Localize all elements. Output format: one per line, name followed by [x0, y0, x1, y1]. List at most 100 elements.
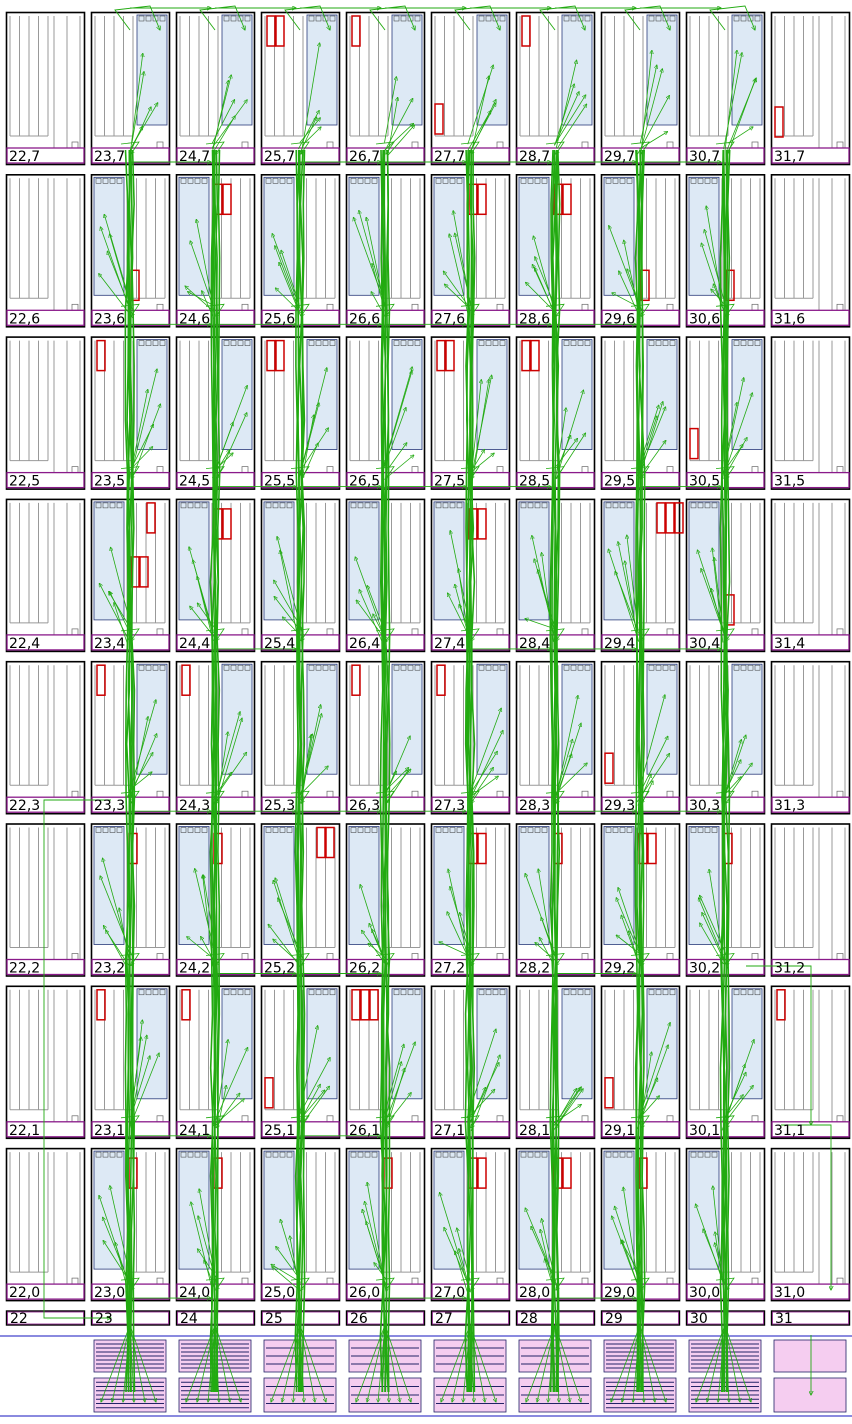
used-slice: [562, 664, 592, 774]
used-slice: [349, 1151, 379, 1269]
tile-coord-label: 23,6: [94, 311, 125, 327]
used-slice: [349, 827, 379, 945]
used-slice: [477, 989, 507, 1099]
tile-coord-label: 29,4: [604, 636, 635, 652]
tile-coord-label: 26,3: [349, 798, 380, 814]
tile-coord-label: 29,0: [604, 1285, 635, 1301]
tile-coord-label: 23,4: [94, 636, 125, 652]
tile-31-3: [772, 662, 850, 814]
used-slice: [179, 827, 209, 945]
used-slice: [222, 340, 252, 450]
used-slice: [647, 664, 677, 774]
tile-coord-label: 27,6: [434, 311, 465, 327]
used-slice: [392, 664, 422, 774]
tile-coord-label: 22,7: [9, 149, 40, 165]
tile-coord-label: 22,4: [9, 636, 40, 652]
tile-coord-label: 28,2: [519, 961, 550, 977]
used-slice: [94, 177, 124, 295]
tile-31-2: [772, 824, 850, 976]
edge-tile-label: 24: [180, 1311, 198, 1327]
tile-coord-label: 26,0: [349, 1285, 380, 1301]
used-slice: [604, 827, 634, 945]
tile-coord-label: 28,1: [519, 1123, 550, 1139]
tile-coord-label: 24,7: [179, 149, 210, 165]
used-slice: [222, 664, 252, 774]
used-slice: [732, 15, 762, 125]
tile-coord-label: 30,2: [689, 961, 720, 977]
tile-26-7: [347, 13, 425, 165]
tile-coord-label: 28,4: [519, 636, 550, 652]
used-slice: [307, 664, 337, 774]
used-slice: [604, 177, 634, 295]
tile-30-7: [687, 13, 765, 165]
used-slice: [349, 502, 379, 620]
used-slice: [94, 1151, 124, 1269]
tile-coord-label: 25,4: [264, 636, 295, 652]
tile-22-3: [7, 662, 85, 814]
tile-coord-label: 28,7: [519, 149, 550, 165]
tile-coord-label: 26,7: [349, 149, 380, 165]
used-slice: [137, 664, 167, 774]
tile-coord-label: 25,5: [264, 474, 295, 490]
tile-coord-label: 26,4: [349, 636, 380, 652]
io-block: [774, 1340, 846, 1372]
tile-coord-label: 24,3: [179, 798, 210, 814]
edge-tile-label: 28: [520, 1311, 538, 1327]
tile-coord-label: 30,0: [689, 1285, 720, 1301]
used-slice: [647, 989, 677, 1099]
tile-coord-label: 30,5: [689, 474, 720, 490]
used-slice: [307, 989, 337, 1099]
tile-coord-label: 25,2: [264, 961, 295, 977]
tile-31-7: [772, 13, 850, 165]
used-slice: [222, 15, 252, 125]
used-slice: [732, 989, 762, 1099]
tile-24-7: [177, 13, 255, 165]
tile-coord-label: 24,5: [179, 474, 210, 490]
tile-coord-label: 22,2: [9, 961, 40, 977]
used-slice: [434, 827, 464, 945]
tile-coord-label: 25,1: [264, 1123, 295, 1139]
tile-coord-label: 27,1: [434, 1123, 465, 1139]
tile-23-7: [92, 13, 170, 165]
tile-coord-label: 24,1: [179, 1123, 210, 1139]
tile-22-6: [7, 175, 85, 327]
used-slice: [179, 1151, 209, 1269]
tile-27-7: [432, 13, 510, 165]
used-slice: [689, 1151, 719, 1269]
tile-22-5: [7, 337, 85, 489]
used-slice: [689, 827, 719, 945]
tile-coord-label: 22,6: [9, 311, 40, 327]
used-slice: [349, 177, 379, 295]
tile-coord-label: 31,5: [774, 474, 805, 490]
used-slice: [562, 340, 592, 450]
tile-coord-label: 26,5: [349, 474, 380, 490]
tile-coord-label: 25,3: [264, 798, 295, 814]
tile-coord-label: 26,6: [349, 311, 380, 327]
edge-tile-label: 27: [435, 1311, 453, 1327]
tile-coord-label: 24,4: [179, 636, 210, 652]
tile-coord-label: 30,4: [689, 636, 720, 652]
tile-coord-label: 29,3: [604, 798, 635, 814]
tile-coord-label: 26,2: [349, 961, 380, 977]
tile-coord-label: 22,3: [9, 798, 40, 814]
tile-coord-label: 28,3: [519, 798, 550, 814]
tile-coord-label: 29,2: [604, 961, 635, 977]
edge-tile-label: 25: [265, 1311, 283, 1327]
tile-coord-label: 30,3: [689, 798, 720, 814]
edge-tile-label: 31: [775, 1311, 793, 1327]
tile-coord-label: 30,1: [689, 1123, 720, 1139]
tile-coord-label: 22,0: [9, 1285, 40, 1301]
tile-coord-label: 25,0: [264, 1285, 295, 1301]
edge-tile-label: 26: [350, 1311, 368, 1327]
used-slice: [222, 989, 252, 1099]
tile-coord-label: 25,7: [264, 149, 295, 165]
used-slice: [562, 989, 592, 1099]
used-slice: [392, 989, 422, 1099]
tile-22-4: [7, 499, 85, 651]
edge-tile-label: 30: [690, 1311, 708, 1327]
used-slice: [307, 15, 337, 125]
tile-coord-label: 29,1: [604, 1123, 635, 1139]
tile-coord-label: 23,1: [94, 1123, 125, 1139]
tile-coord-label: 24,0: [179, 1285, 210, 1301]
tile-coord-label: 22,5: [9, 474, 40, 490]
